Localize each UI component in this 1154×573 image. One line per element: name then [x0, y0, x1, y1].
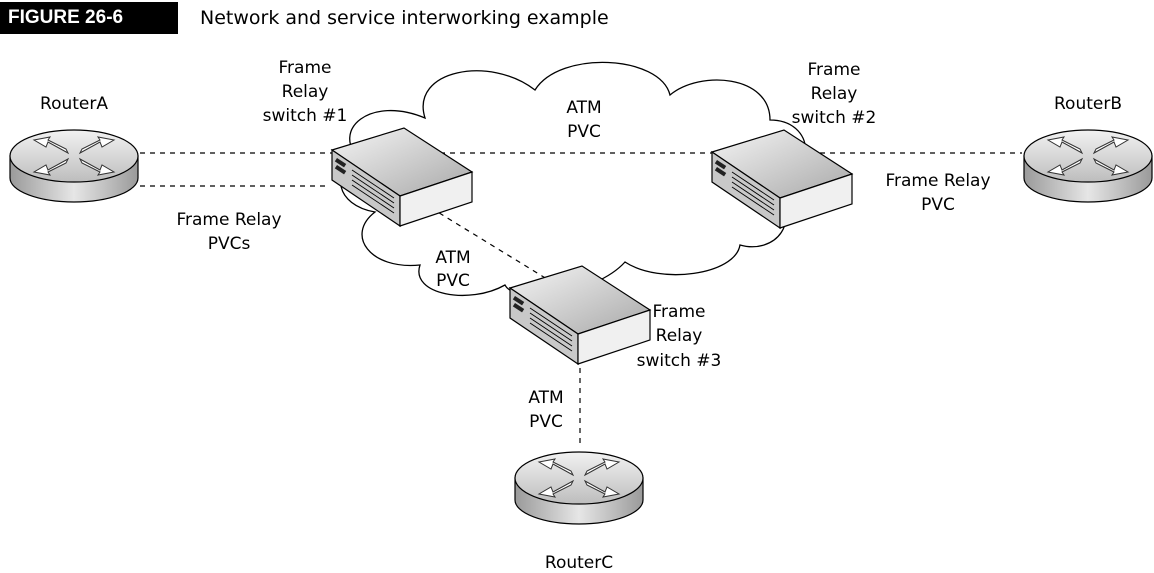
switch3-label-line3: switch #3 — [637, 351, 722, 371]
router-icon — [514, 451, 644, 525]
switch1-label-line3: switch #1 — [263, 106, 348, 126]
atm-pvc-bottom-label: ATM PVC — [528, 388, 563, 432]
router-b-label: RouterB — [1054, 94, 1122, 114]
switch3-label-line2: Relay — [656, 326, 703, 346]
router-b[interactable] — [1023, 129, 1153, 203]
router-c[interactable] — [514, 451, 644, 525]
fr-pvcs-left-line2: PVCs — [208, 234, 251, 254]
figure-title: Network and service interworking example — [200, 7, 609, 29]
fr-pvc-right-line2: PVC — [921, 195, 955, 215]
atm-pvc-bottom-line1: ATM — [528, 388, 563, 408]
atm-pvc-top-line2: PVC — [567, 122, 601, 142]
router-c-label: RouterC — [545, 553, 613, 573]
figure-header: FIGURE 26-6 Network and service interwor… — [0, 0, 1154, 40]
fr-pvcs-left-line1: Frame Relay — [176, 210, 281, 230]
fr-pvcs-left-label: Frame Relay PVCs — [176, 210, 281, 254]
switch2-label-line3: switch #2 — [792, 108, 877, 128]
switch3-label: Frame Relay switch #3 — [637, 302, 722, 371]
switch1-label-line2: Relay — [282, 82, 329, 102]
figure-number: FIGURE 26-6 — [0, 2, 178, 34]
atm-pvc-mid-line2: PVC — [436, 271, 470, 291]
switch3-label-line1: Frame — [653, 302, 706, 322]
atm-pvc-bottom-line2: PVC — [529, 412, 563, 432]
switch1-label-line1: Frame — [279, 58, 332, 78]
atm-pvc-mid-line1: ATM — [435, 248, 470, 268]
fr-pvc-right-line1: Frame Relay — [885, 171, 990, 191]
router-icon — [1023, 129, 1153, 203]
switch1-label: Frame Relay switch #1 — [263, 58, 348, 126]
atm-pvc-top-line1: ATM — [566, 98, 601, 118]
router-icon — [9, 129, 139, 203]
atm-pvc-mid-label: ATM PVC — [435, 248, 470, 291]
switch2-label: Frame Relay switch #2 — [792, 60, 877, 128]
fr-pvc-right-label: Frame Relay PVC — [885, 171, 990, 215]
router-a-label: RouterA — [40, 94, 108, 114]
atm-pvc-top-label: ATM PVC — [566, 98, 601, 142]
switch2-label-line1: Frame — [808, 60, 861, 80]
router-a[interactable] — [9, 129, 139, 203]
switch2-label-line2: Relay — [811, 84, 858, 104]
